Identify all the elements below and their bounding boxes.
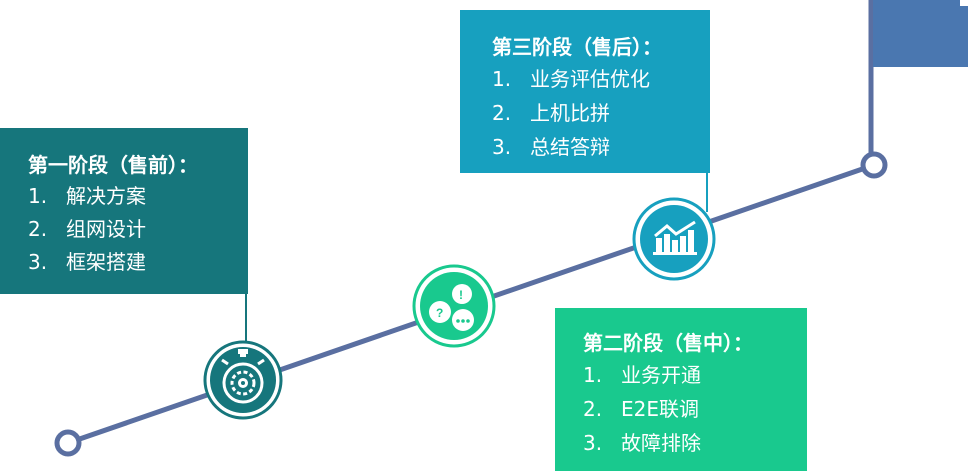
stopwatch-gear-icon bbox=[221, 349, 265, 404]
list-item-number: 3. bbox=[583, 431, 603, 455]
list-item-text: 业务开通 bbox=[621, 363, 701, 387]
stage2-list: 1. 业务开通 2. E2E联调 3. 故障排除 bbox=[583, 358, 807, 460]
list-item: 3. 框架搭建 bbox=[28, 246, 248, 279]
timeline-end-node bbox=[860, 151, 888, 179]
svg-text:?: ? bbox=[436, 306, 443, 320]
list-item: 1. 业务评估优化 bbox=[492, 62, 710, 96]
timeline-start-node bbox=[54, 429, 82, 457]
list-item-number: 1. bbox=[583, 363, 603, 387]
stage1-icon bbox=[203, 340, 283, 420]
stage3-icon bbox=[632, 197, 716, 281]
list-item-text: E2E联调 bbox=[621, 397, 699, 421]
stage3-list: 1. 业务评估优化 2. 上机比拼 3. 总结答辩 bbox=[492, 62, 710, 164]
list-item: 3. 总结答辩 bbox=[492, 130, 710, 164]
list-item: 3. 故障排除 bbox=[583, 426, 807, 460]
stage1-card: 第一阶段（售前）： 1. 解决方案 2. 组网设计 3. 框架搭建 bbox=[0, 128, 248, 294]
stage3-card: 第三阶段（售后）： 1. 业务评估优化 2. 上机比拼 3. 总结答辩 bbox=[460, 10, 710, 173]
chat-bubbles-icon: ? ! bbox=[429, 284, 474, 331]
list-item-number: 2. bbox=[492, 101, 512, 125]
list-item-number: 1. bbox=[492, 67, 512, 91]
stage2-icon: ? ! bbox=[412, 264, 496, 348]
list-item: 2. 上机比拼 bbox=[492, 96, 710, 130]
svg-text:!: ! bbox=[459, 288, 463, 302]
list-item-text: 故障排除 bbox=[621, 431, 701, 455]
list-item-text: 上机比拼 bbox=[530, 101, 610, 125]
list-item-text: 解决方案 bbox=[66, 184, 146, 208]
list-item-number: 2. bbox=[28, 217, 48, 241]
flag-banner bbox=[873, 0, 942, 67]
stage1-list: 1. 解决方案 2. 组网设计 3. 框架搭建 bbox=[28, 180, 248, 279]
list-item-number: 3. bbox=[492, 135, 512, 159]
list-item-text: 业务评估优化 bbox=[530, 67, 650, 91]
flag-right bbox=[940, 6, 968, 67]
list-item: 1. 业务开通 bbox=[583, 358, 807, 392]
stage3-title: 第三阶段（售后）： bbox=[492, 35, 662, 59]
bar-chart-trend-icon bbox=[653, 220, 697, 255]
stage2-card: 第二阶段（售中）： 1. 业务开通 2. E2E联调 3. 故障排除 bbox=[555, 308, 807, 471]
list-item-number: 2. bbox=[583, 397, 603, 421]
list-item: 2. E2E联调 bbox=[583, 392, 807, 426]
list-item-number: 1. bbox=[28, 184, 48, 208]
list-item-text: 总结答辩 bbox=[530, 135, 610, 159]
stage2-title: 第二阶段（售中）： bbox=[583, 331, 753, 355]
stage1-title: 第一阶段（售前）： bbox=[28, 153, 198, 177]
list-item-number: 3. bbox=[28, 250, 48, 274]
list-item-text: 框架搭建 bbox=[66, 250, 146, 274]
list-item-text: 组网设计 bbox=[66, 217, 146, 241]
list-item: 2. 组网设计 bbox=[28, 213, 248, 246]
list-item: 1. 解决方案 bbox=[28, 180, 248, 213]
